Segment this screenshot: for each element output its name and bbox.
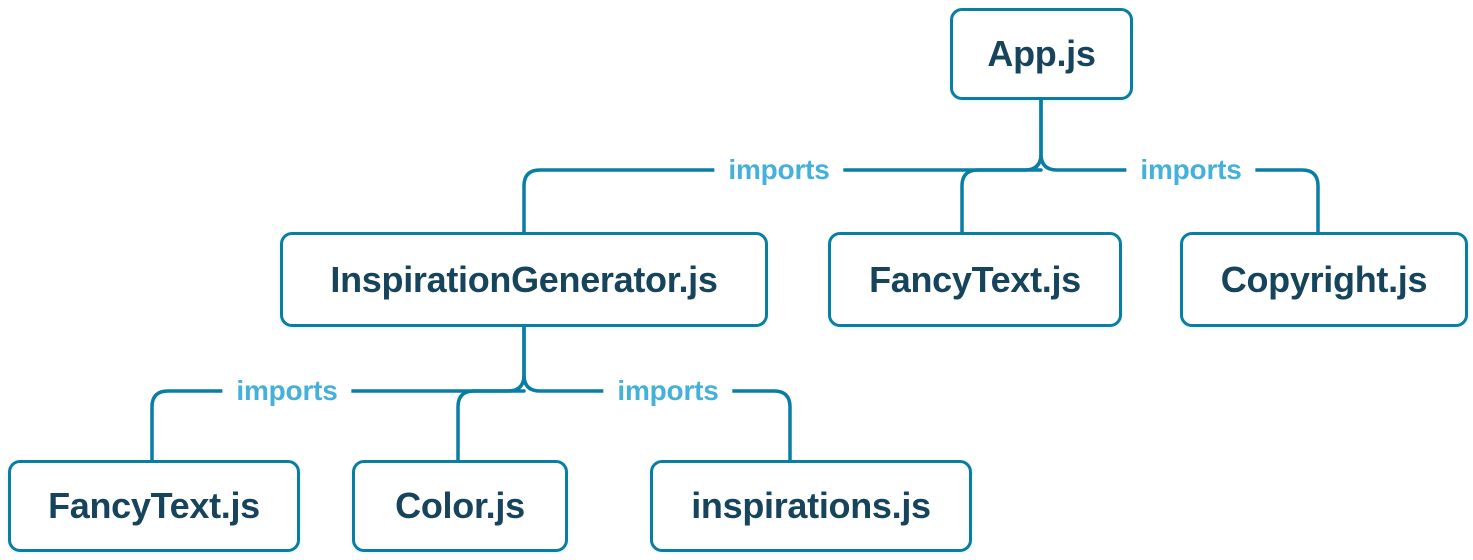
node-inspirationgenerator-js: InspirationGenerator.js (280, 232, 768, 327)
imports-label-generator-right: imports (603, 375, 733, 407)
node-label-app-js: App.js (987, 33, 1096, 74)
imports-label-app-left: imports (714, 154, 844, 186)
imports-label-generator-left: imports (222, 375, 352, 407)
node-copyright-js: Copyright.js (1180, 232, 1468, 327)
node-label-inspirations-js: inspirations.js (691, 485, 931, 526)
node-color-js: Color.js (352, 460, 568, 552)
edge-inspirationgenerator-to-color (456, 389, 526, 462)
node-label-fancytext-js-top: FancyText.js (869, 258, 1081, 300)
node-label-inspirationgenerator-js: InspirationGenerator.js (330, 258, 718, 300)
imports-label-app-right: imports (1126, 154, 1256, 186)
edge-app-to-fancytext (960, 168, 1043, 234)
node-fancytext-js-bottom: FancyText.js (8, 460, 300, 552)
node-label-fancytext-js-bottom: FancyText.js (48, 485, 260, 526)
node-inspirations-js: inspirations.js (650, 460, 972, 552)
node-app-js: App.js (950, 8, 1133, 100)
node-label-color-js: Color.js (395, 485, 525, 526)
node-fancytext-js-top: FancyText.js (828, 232, 1122, 327)
node-label-copyright-js: Copyright.js (1220, 258, 1428, 300)
